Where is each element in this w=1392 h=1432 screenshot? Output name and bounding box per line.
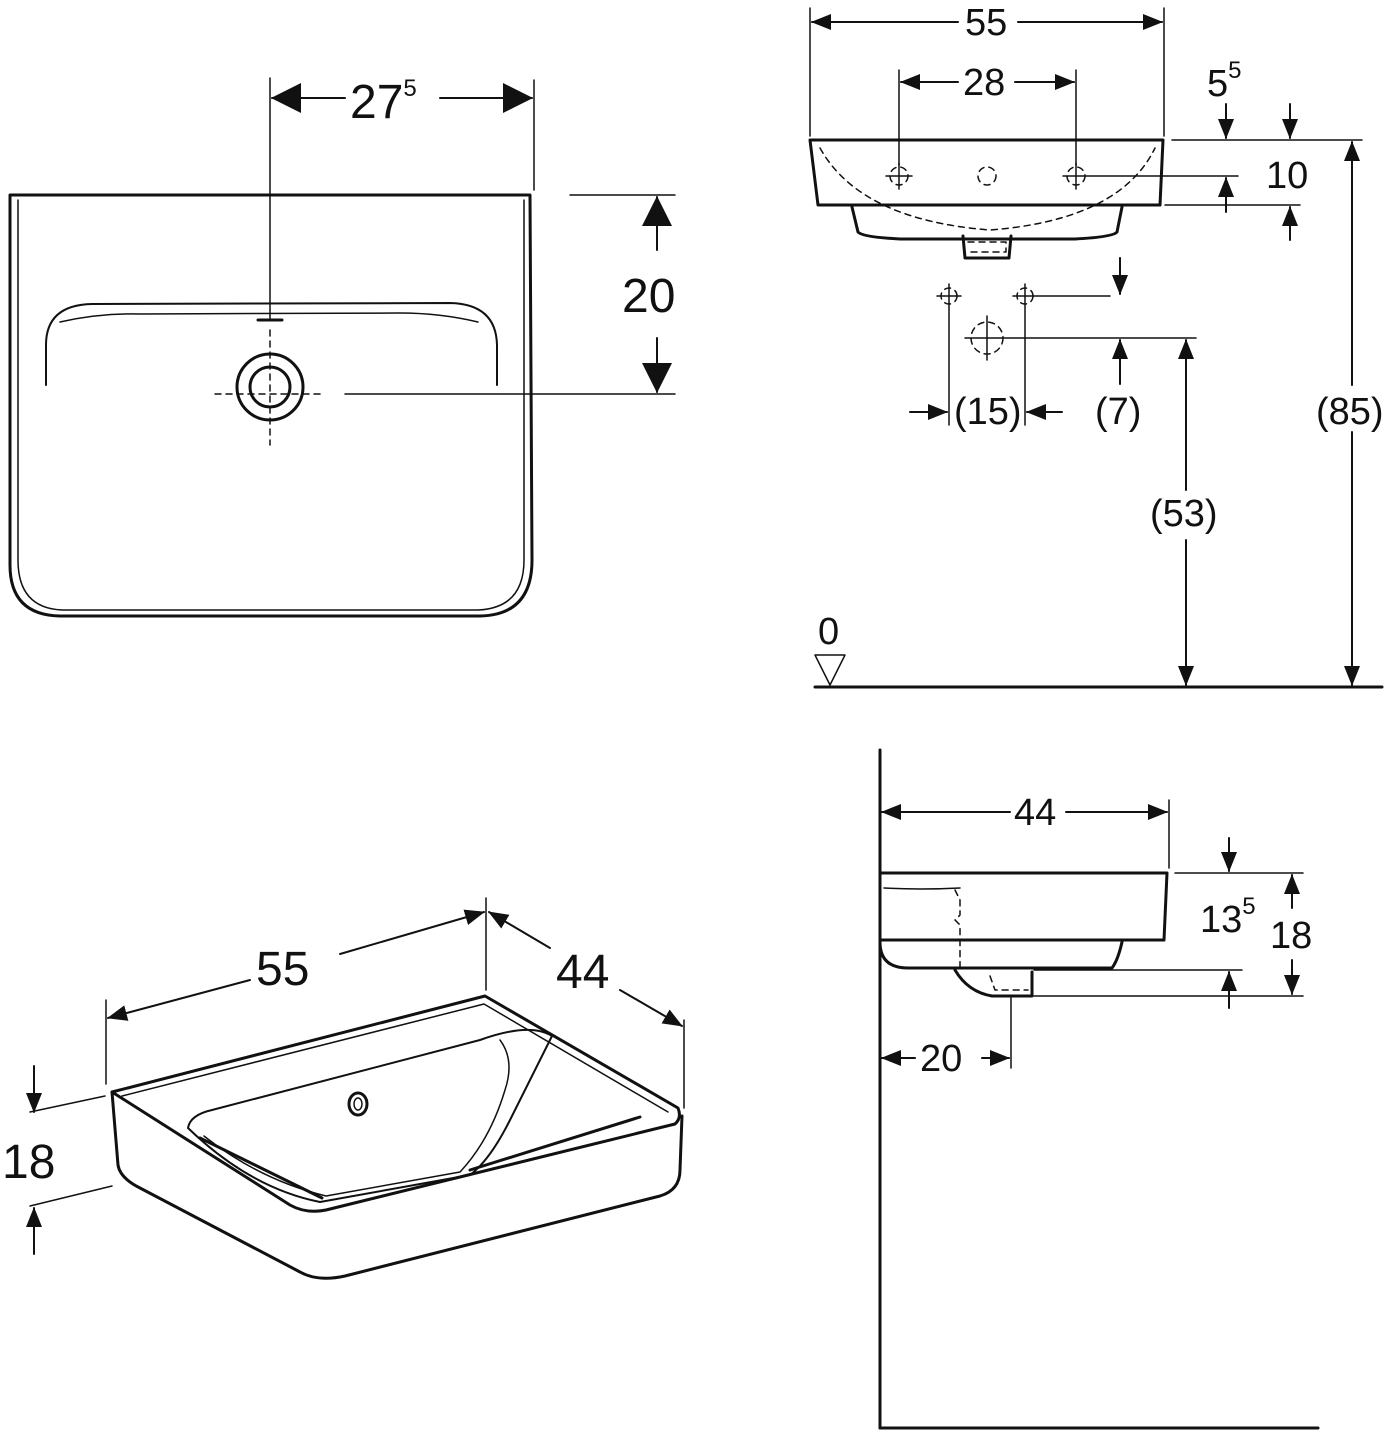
dim-side-inner: 135 <box>1200 893 1256 941</box>
dim-front-width: 55 <box>965 2 1007 44</box>
basin-outline-top-inner-edge <box>17 199 525 611</box>
dim-pipe-offset: (7) <box>1095 391 1141 433</box>
dim-line-persp-depth-l <box>488 911 551 949</box>
basin-side-overflow <box>954 889 961 969</box>
pipe-hole-left <box>936 283 962 426</box>
front-view: 55 28 55 10 <box>808 2 1384 689</box>
basin-front-rim <box>808 138 1165 207</box>
basin-perspective-rim <box>110 994 681 1213</box>
basin-front-bowl <box>850 205 1124 241</box>
perspective-drain-outer <box>347 1091 369 1117</box>
dim-tap-spacing: 28 <box>963 62 1005 104</box>
floor-level-label: 0 <box>818 611 839 653</box>
dim-rim-height: 10 <box>1266 155 1308 197</box>
top-view: 275 20 <box>8 75 676 618</box>
dim-persp-height: 18 <box>2 1136 55 1189</box>
basin-front-inner-bowl <box>819 147 1156 231</box>
basin-side-bowl <box>878 940 1124 970</box>
basin-side-rim-inner <box>883 887 961 890</box>
dim-side-depth: 44 <box>1014 792 1056 834</box>
perspective-drain-inner <box>353 1097 363 1111</box>
dim-side-height: 18 <box>1270 915 1312 957</box>
siphon-stub <box>961 234 1013 260</box>
siphon-side-inner <box>989 975 1029 991</box>
tap-hole-center <box>977 166 997 186</box>
dim-total-height: (85) <box>1316 391 1384 433</box>
perspective-side-edge <box>468 1115 642 1172</box>
dim-persp-depth: 44 <box>556 946 609 999</box>
dim-side-drain-offset: 20 <box>920 1038 962 1080</box>
perspective-front-edge <box>198 1136 324 1200</box>
siphon-stub-inner <box>967 241 1007 253</box>
basin-perspective-body <box>110 1090 684 1280</box>
dim-line-persp-width-l <box>107 979 251 1021</box>
floor-level-icon <box>814 654 846 686</box>
ext-line-persp-bottom <box>29 1185 113 1207</box>
basin-perspective-rim-inner <box>121 1003 669 1113</box>
dim-depth-top: 20 <box>622 270 675 323</box>
dim-drain-height: (53) <box>1150 493 1218 535</box>
basin-perspective-bowl-inner <box>203 1039 510 1197</box>
ext-line-persp-top <box>29 1095 106 1113</box>
dim-rim: 55 <box>1207 57 1242 105</box>
side-view: 44 135 18 20 <box>878 748 1320 1430</box>
dim-pipe-spacing: (15) <box>954 391 1022 433</box>
drain-outlet-front <box>964 315 1197 361</box>
dim-line-persp-width-r <box>339 909 485 955</box>
tap-hole-left <box>885 162 913 190</box>
dim-persp-width: 55 <box>256 943 309 996</box>
siphon-side <box>953 968 1034 998</box>
basin-outline-top <box>8 193 534 618</box>
pipe-hole-right <box>1012 283 1111 426</box>
bowl-rim-top <box>45 302 498 386</box>
perspective-view: 55 44 18 <box>2 897 685 1280</box>
tap-hole-right <box>1062 162 1239 190</box>
dim-line-persp-depth-r <box>619 989 683 1027</box>
dim-width-top: 275 <box>350 75 417 129</box>
basin-side-rim <box>878 871 1169 942</box>
basin-perspective-bowl <box>187 1028 553 1203</box>
